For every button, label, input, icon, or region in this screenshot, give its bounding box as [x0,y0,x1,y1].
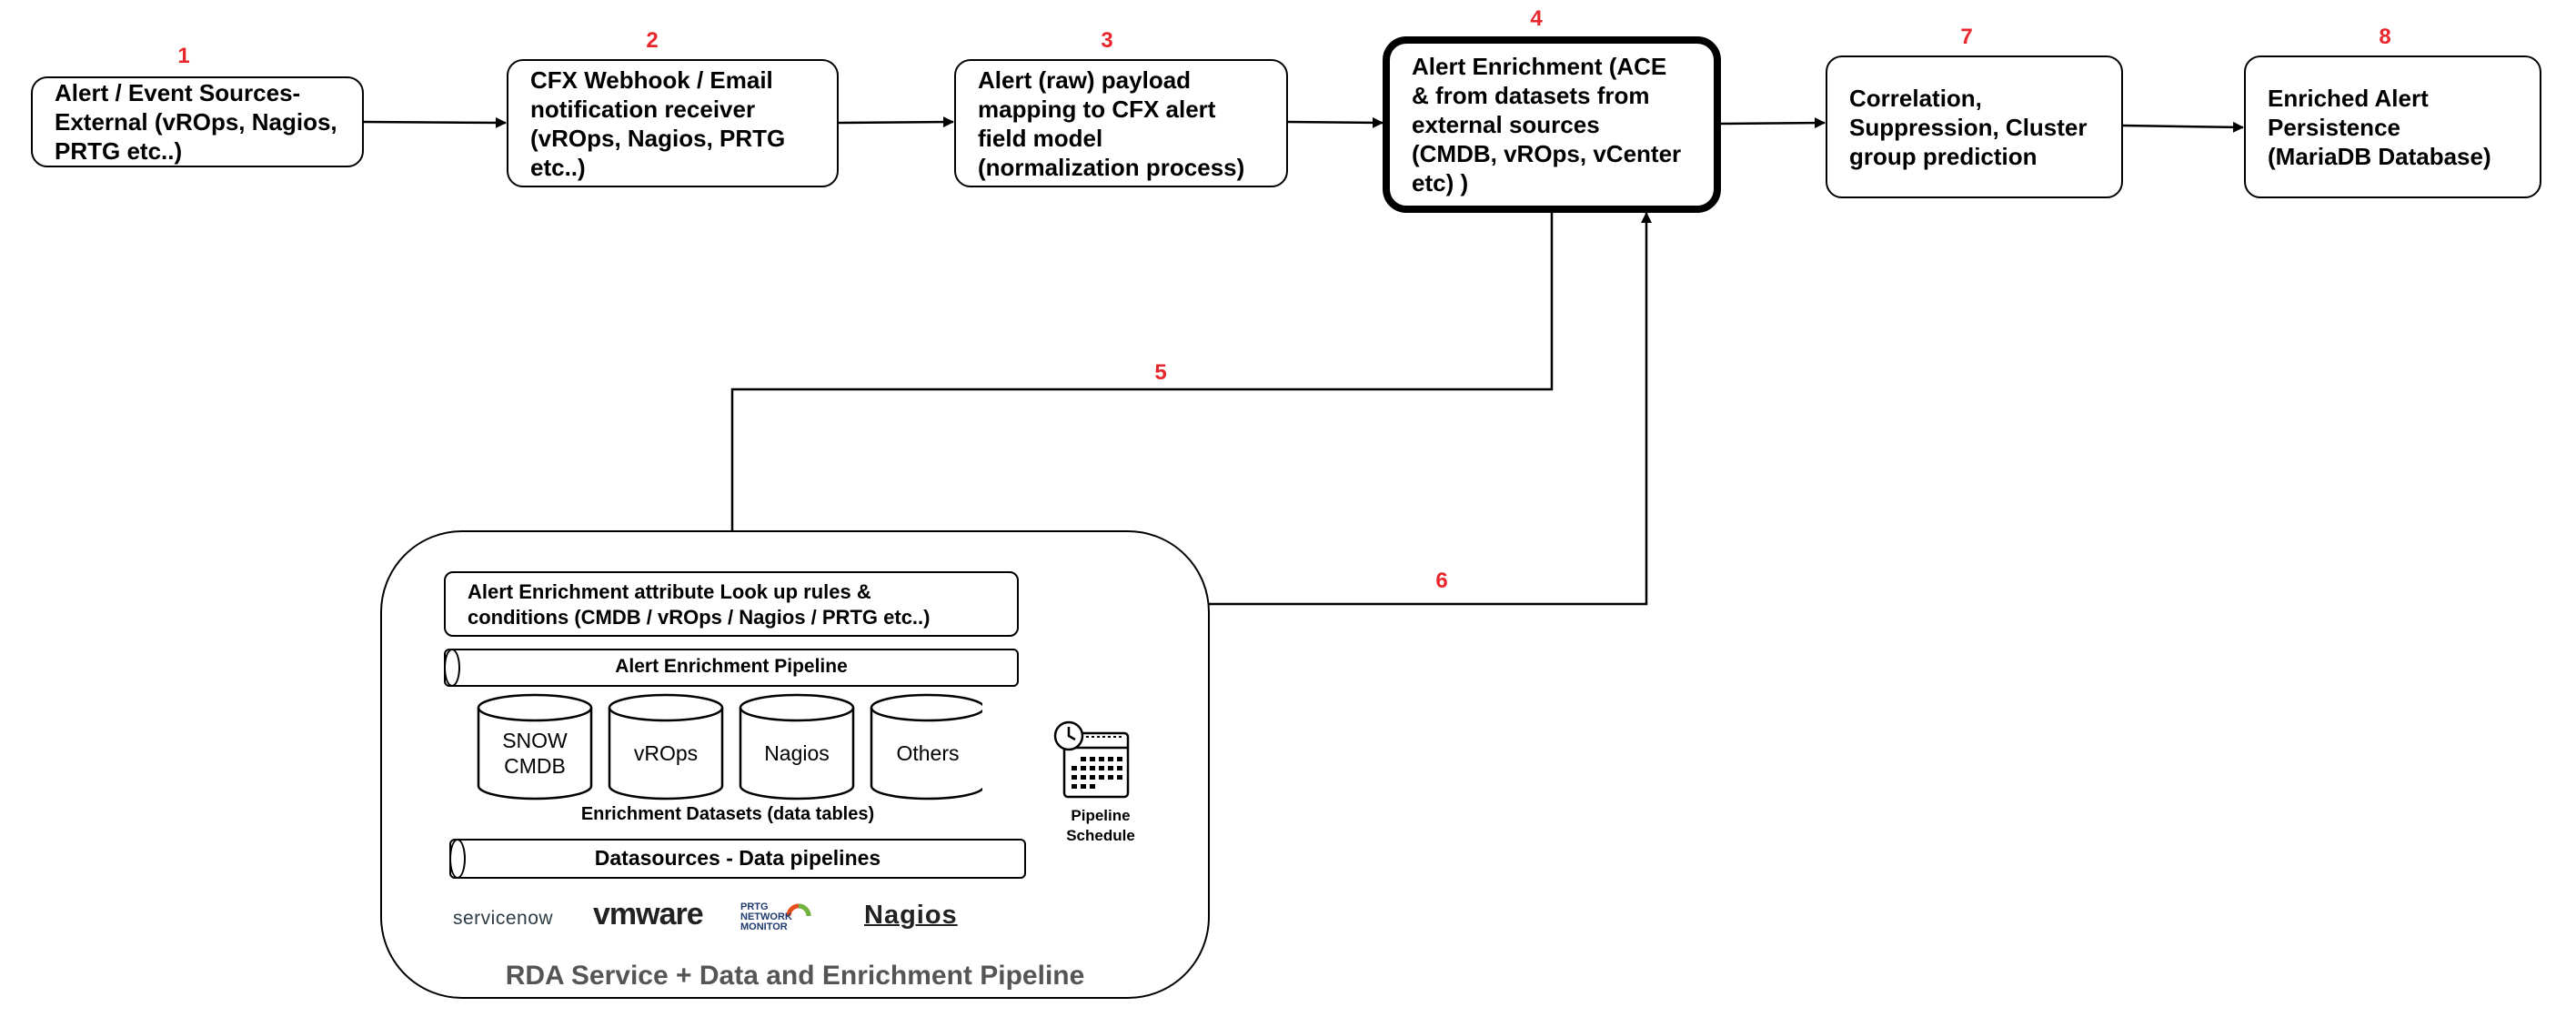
step-label: Enriched Alert Persistence (MariaDB Data… [2268,84,2491,170]
cylinder-snow-cmdb [477,693,593,801]
enrichment-pipeline-bar: Alert Enrichment Pipeline [444,648,1019,687]
calendar-clock-icon [1053,720,1130,799]
dataset-label-nagios: Nagios [764,741,830,765]
step-box-alert-sources: Alert / Event Sources- External (vROps, … [31,76,364,167]
servicenow-logo: servicenow [453,908,554,929]
step-number-8: 8 [2379,25,2391,49]
step-box-alert-enrichment: Alert Enrichment (ACE & from datasets fr… [1383,36,1721,213]
arrow-7-to-8 [2122,121,2244,133]
step-box-correlation: Correlation, Suppression, Cluster group … [1826,55,2123,198]
step-label: Alert / Event Sources- External (vROps, … [55,79,337,165]
step-number-4: 4 [1530,6,1543,31]
step-box-persistence: Enriched Alert Persistence (MariaDB Data… [2244,55,2541,198]
datasets-caption: Enrichment Datasets (data tables) [580,804,875,824]
prtg-logo: PRTG NETWORK MONITOR [740,902,813,944]
prtg-logo-text: PRTG NETWORK MONITOR [740,901,792,932]
step-number-6: 6 [1435,569,1448,593]
pipeline-schedule-caption: Pipeline Schedule [1066,807,1135,844]
step-label: Alert Enrichment (ACE & from datasets fr… [1412,53,1682,196]
arrow-2-to-3 [838,116,954,128]
lookup-rules-box: Alert Enrichment attribute Look up rules… [444,571,1019,637]
step-number-7: 7 [1960,25,1973,49]
step-number-1: 1 [177,44,190,68]
step-label: Alert (raw) payload mapping to CFX alert… [978,65,1245,181]
arrow-1-to-2 [363,116,507,128]
step-label: Correlation, Suppression, Cluster group … [1849,84,2088,170]
dataset-label-others: Others [896,741,960,765]
cylinder-nagios [739,693,855,801]
nagios-logo: Nagios [864,901,958,930]
dataset-cylinders [477,693,982,801]
step-box-payload-mapping: Alert (raw) payload mapping to CFX alert… [954,59,1288,187]
vmware-logo: vmware [593,897,704,931]
cylinder-vrops [608,693,724,801]
dataset-label-vrops: vROps [633,741,699,765]
dataset-label-snow-cmdb: SNOW CMDB [502,729,568,778]
arrow-4-to-7 [1718,117,1826,129]
panel-title: RDA Service + Data and Enrichment Pipeli… [505,961,1085,991]
step-number-5: 5 [1154,360,1167,385]
step-number-2: 2 [646,28,659,53]
step-box-webhook-receiver: CFX Webhook / Email notification receive… [507,59,839,187]
cylinder-others [870,693,982,801]
prtg-gauge-icon [786,903,811,917]
datasources-pipeline-bar: Datasources - Data pipelines [449,838,1026,879]
arrow-3-to-4 [1287,116,1384,128]
arrow-5-path [727,211,1554,570]
enrichment-pipeline-label: Alert Enrichment Pipeline [615,656,848,677]
datasources-pipeline-label: Datasources - Data pipelines [594,846,881,870]
step-number-3: 3 [1101,28,1113,53]
step-label: CFX Webhook / Email notification receive… [530,65,786,181]
